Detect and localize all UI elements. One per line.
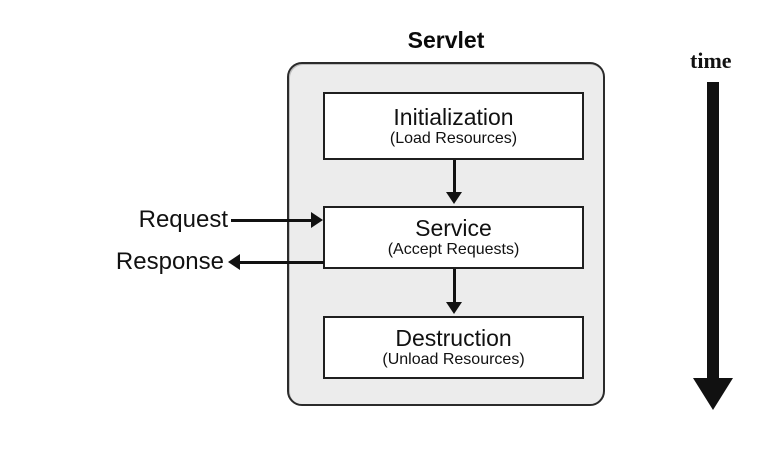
request-label: Request: [138, 206, 228, 233]
response-arrow-line: [239, 261, 324, 264]
phase-title-destruction: Destruction: [395, 325, 512, 351]
phase-subtitle-service: (Accept Requests): [387, 241, 520, 258]
time-axis-arrowhead-icon: [693, 378, 733, 410]
phase-box-service: Service (Accept Requests): [323, 206, 584, 269]
diagram-title: Servlet: [407, 27, 485, 53]
response-arrowhead-icon: [228, 254, 240, 270]
arrowhead-init-to-service-icon: [446, 192, 462, 204]
phase-box-initialization: Initialization (Load Resources): [323, 92, 584, 160]
phase-subtitle-initialization: (Load Resources): [389, 129, 518, 147]
time-axis-shaft: [707, 82, 719, 379]
response-label: Response: [115, 248, 224, 275]
connector-init-to-service: [453, 160, 456, 194]
connector-service-to-destruction: [453, 269, 456, 304]
phase-title-initialization: Initialization: [393, 103, 514, 130]
arrowhead-service-to-destruction-icon: [446, 302, 462, 314]
request-arrow-line: [231, 219, 314, 222]
phase-subtitle-destruction: (Unload Resources): [382, 351, 525, 368]
phase-box-destruction: Destruction (Unload Resources): [323, 316, 584, 379]
phase-title-service: Service: [415, 215, 492, 241]
time-axis-label: time: [690, 48, 732, 73]
request-arrowhead-icon: [311, 212, 323, 228]
